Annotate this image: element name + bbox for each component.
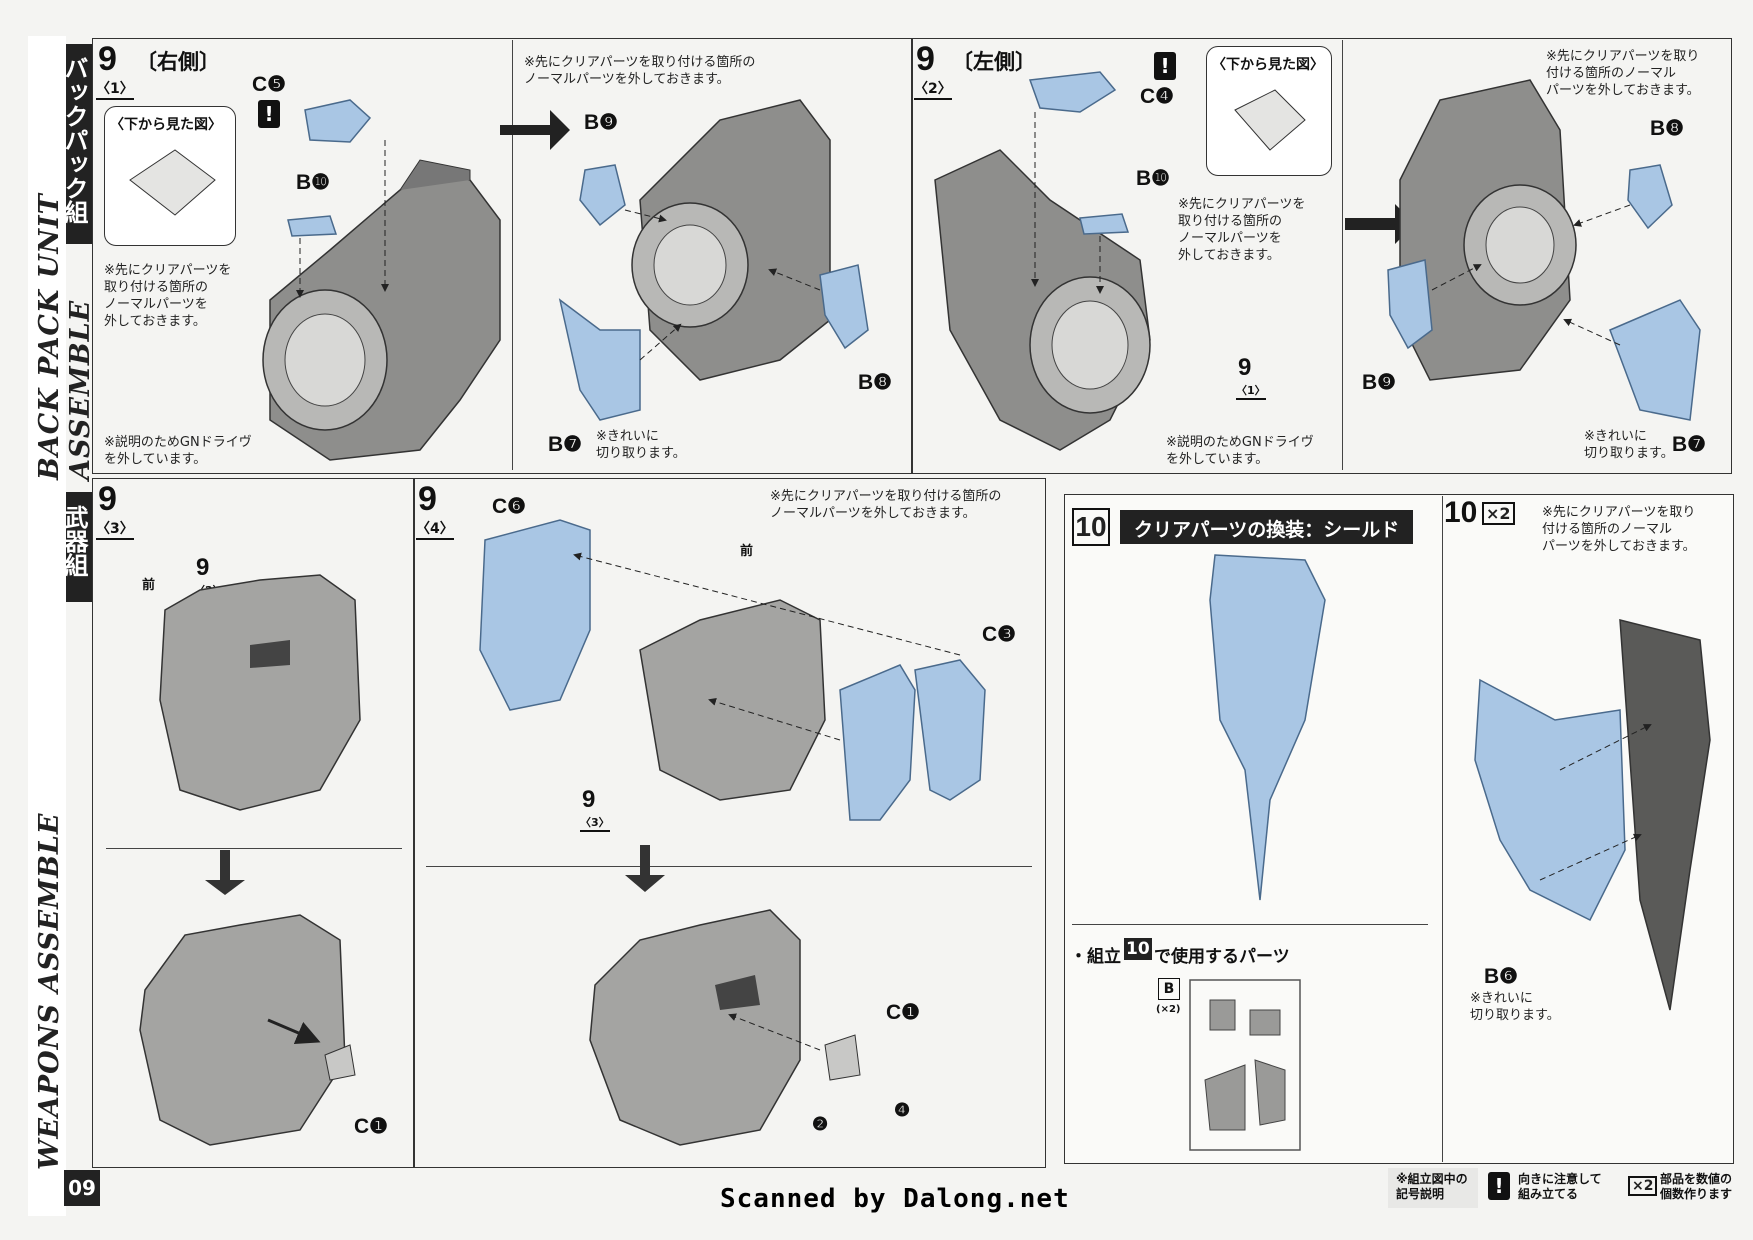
- reference-sub-number: 〈2〉: [194, 582, 224, 600]
- callout-title: 〈下から見た図〉: [1212, 57, 1324, 73]
- step-10-title: クリアパーツの換装：シールド: [1120, 510, 1414, 544]
- part-label-b7: B❼: [1672, 433, 1706, 456]
- panel-step-9-3: [92, 478, 414, 1168]
- weapons-title-jp: 武器組立: [25, 505, 88, 577]
- note-gn-drive-removed: ※説明のためGNドライヴ を外しています。: [1166, 435, 1314, 467]
- note-cut-cleanly: ※きれいに 切り取ります。: [596, 429, 686, 461]
- front-label: 前: [740, 544, 754, 559]
- parts-used-suffix: で使用するパーツ: [1154, 947, 1290, 967]
- part-label-b8: B❽: [1650, 117, 1684, 140]
- step-sub-number: 〈1〉: [96, 78, 134, 100]
- step-number: 9: [418, 480, 437, 518]
- note-remove-normal-parts: ※先にクリアパーツを取り付ける箇所の ノーマルパーツを外しておきます。: [770, 489, 1002, 521]
- warning-icon: !: [258, 100, 280, 128]
- note-cut-cleanly: ※きれいに 切り取ります。: [1470, 991, 1560, 1023]
- parts-used-prefix: ・組立: [1070, 947, 1121, 967]
- runner-letter: B: [1158, 978, 1180, 1000]
- panel-step-9-4: [414, 478, 1046, 1168]
- part-label-b6: B❻: [1484, 965, 1518, 988]
- callout-title: 〈下から見た図〉: [110, 117, 222, 133]
- note-remove-normal-parts: ※先にクリアパーツを取り付ける箇所の ノーマルパーツを外しておきます。: [524, 55, 756, 87]
- legend-multiply-icon: ×2: [1628, 1176, 1658, 1196]
- panel-step-10: [1064, 494, 1734, 1164]
- step-number: 9: [916, 40, 935, 78]
- part-label-c1: C❶: [354, 1115, 388, 1138]
- part-label-b10: B❿: [296, 171, 330, 194]
- front-label: 前: [984, 382, 998, 397]
- note-remove-normal-parts: ※先にクリアパーツを取り 付ける箇所のノーマル パーツを外しておきます。: [1546, 49, 1700, 98]
- order-marker-2: ❷: [812, 1114, 829, 1134]
- side-label-left: 〔左側〕: [952, 50, 1036, 74]
- divider: [1072, 924, 1428, 925]
- legend-title: ※組立図中の 記号説明: [1396, 1172, 1468, 1201]
- divider: [512, 40, 513, 470]
- step-sub-number: 〈2〉: [914, 78, 952, 100]
- multiply-badge: ×2: [1482, 502, 1515, 525]
- step-number-10: 10: [1444, 496, 1478, 529]
- divider: [1442, 496, 1443, 1162]
- reference-step-number: 9: [196, 554, 210, 581]
- part-label-c5: C❺: [252, 73, 286, 96]
- step-sub-number: 〈4〉: [416, 518, 454, 540]
- part-label-b10: B❿: [1136, 167, 1170, 190]
- part-label-c4: C❹: [1140, 85, 1174, 108]
- note-cut-cleanly: ※きれいに 切り取ります。: [1584, 429, 1674, 461]
- backpack-title-jp: バックパック組立: [25, 56, 88, 224]
- reference-sub-number: 〈3〉: [580, 814, 610, 832]
- divider: [1342, 40, 1343, 470]
- step-sub-number: 〈3〉: [96, 518, 134, 540]
- warning-icon: !: [1154, 52, 1176, 80]
- weapons-title-bar: [66, 492, 92, 602]
- reference-sub-number: 〈1〉: [1236, 382, 1266, 400]
- front-label: 前: [432, 390, 446, 405]
- backpack-title-bar: [66, 44, 92, 244]
- legend-title-box: [1388, 1168, 1478, 1208]
- part-label-b8: B❽: [858, 371, 892, 394]
- reference-step-number: 9: [1238, 354, 1252, 381]
- page-number: 09: [64, 1170, 100, 1206]
- front-label: 前: [142, 578, 156, 593]
- side-label-right: 〔右側〕: [136, 50, 220, 74]
- step-number: 9: [98, 40, 117, 78]
- reference-step-number: 9: [582, 786, 596, 813]
- part-label-c6: C❻: [492, 495, 526, 518]
- side-band: [28, 36, 66, 1216]
- part-label-b7: B❼: [548, 433, 582, 456]
- runner-count: (×2): [1156, 1004, 1181, 1015]
- scan-credit: Scanned by Dalong.net: [720, 1184, 1070, 1214]
- order-marker-3: ❸: [778, 1000, 795, 1020]
- note-remove-normal-parts: ※先にクリアパーツを 取り付ける箇所の ノーマルパーツを 外しておきます。: [1178, 197, 1306, 263]
- parts-used-step-number: 10: [1124, 938, 1152, 960]
- step-number-10: 10: [1072, 508, 1110, 546]
- divider: [426, 866, 1032, 867]
- note-remove-normal-parts: ※先にクリアパーツを 取り付ける箇所の ノーマルパーツを 外しておきます。: [104, 263, 232, 329]
- legend-warning-icon: !: [1488, 1172, 1510, 1200]
- divider: [106, 848, 402, 849]
- legend-multiply-text: 部品を数値の 個数作ります: [1660, 1172, 1733, 1201]
- part-label-c3: C❸: [982, 623, 1016, 646]
- panel-step-9-2: [912, 38, 1732, 474]
- part-label-b9: B❾: [584, 111, 618, 134]
- order-marker-1: ❶: [774, 1058, 791, 1078]
- part-label-c1: C❶: [886, 1001, 920, 1024]
- part-label-b9: B❾: [1362, 371, 1396, 394]
- note-gn-drive-removed: ※説明のためGNドライヴ を外しています。: [104, 435, 252, 467]
- order-marker-4: ❹: [894, 1100, 911, 1120]
- panel-step-9-1: [92, 38, 912, 474]
- note-remove-normal-parts: ※先にクリアパーツを取り 付ける箇所のノーマル パーツを外しておきます。: [1542, 505, 1696, 554]
- weapons-title-en: WEAPONS ASSEMBLE: [34, 812, 65, 1170]
- legend-warning-text: 向きに注意して 組み立てる: [1518, 1172, 1602, 1201]
- step-number: 9: [98, 480, 117, 518]
